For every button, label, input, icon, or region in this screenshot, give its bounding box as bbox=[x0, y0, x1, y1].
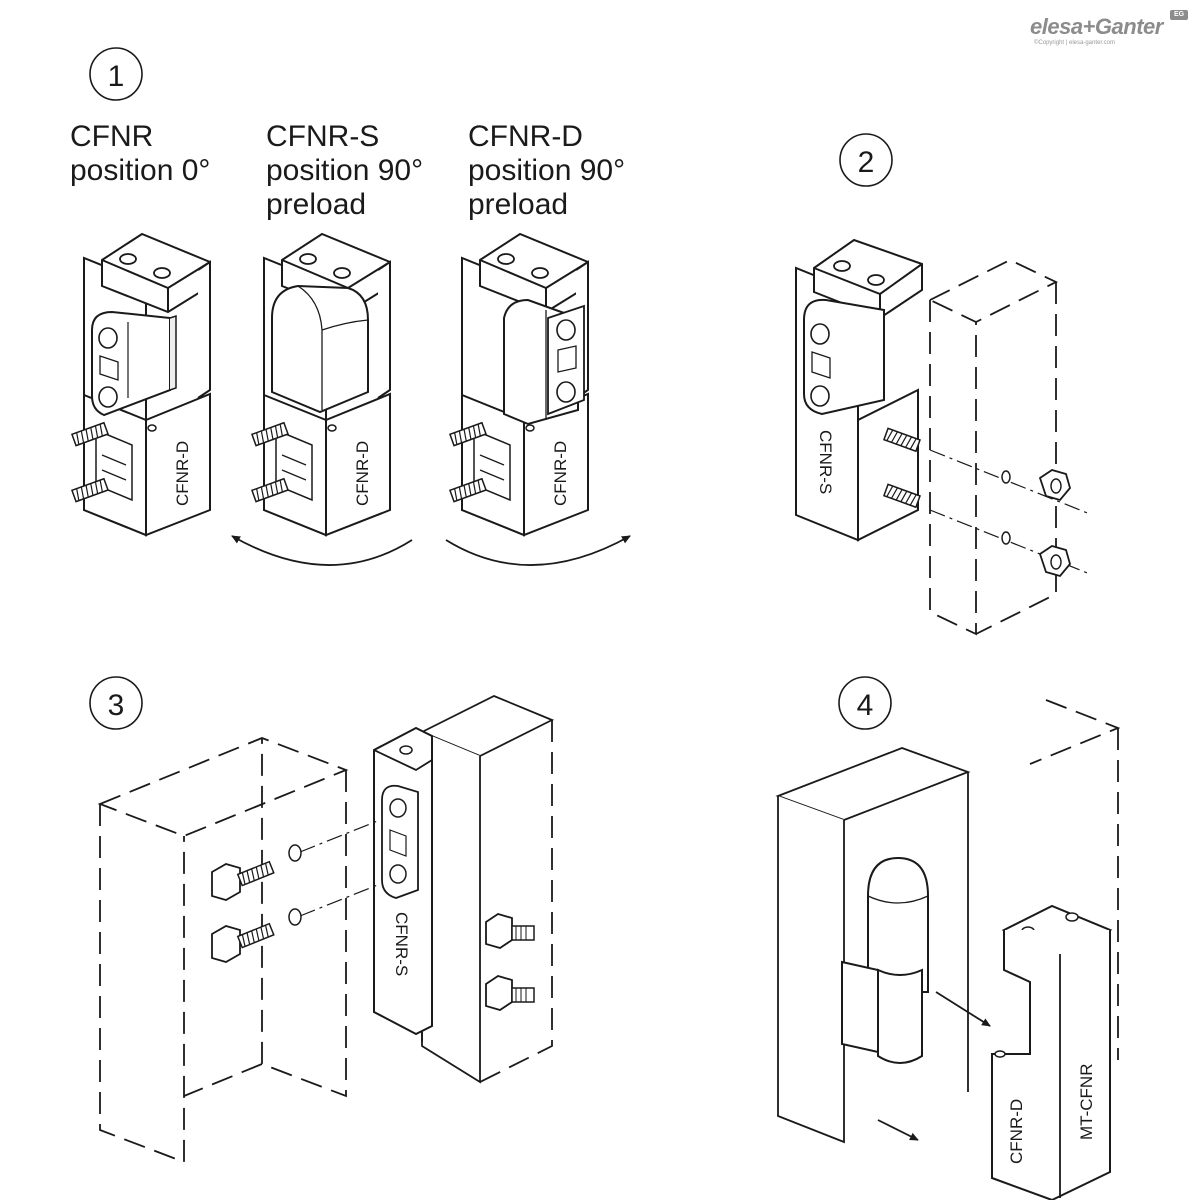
step-number: 3 bbox=[108, 689, 125, 722]
variant-position: position 90° bbox=[266, 154, 424, 187]
hinge-engraving: CFNR-S bbox=[392, 912, 411, 976]
hex-bolt bbox=[211, 860, 275, 901]
rotate-left-arrow bbox=[231, 535, 413, 566]
variant-preload: preload bbox=[266, 188, 367, 221]
variant-code: CFNR-S bbox=[266, 120, 380, 153]
step-marker-4: 4 bbox=[838, 676, 892, 730]
hinge-cfnr-d: CFNR-D bbox=[449, 233, 589, 536]
frame bbox=[775, 747, 971, 1144]
variant-position: position 90° bbox=[468, 154, 626, 187]
brand-copyright: ©Copyright | elesa-ganter.com bbox=[1034, 40, 1116, 46]
step3-assembly: CFNR-S bbox=[97, 695, 555, 1164]
step-marker-1: 1 bbox=[89, 47, 143, 101]
brand-name: elesa+Ganter bbox=[1030, 14, 1163, 39]
step-number: 1 bbox=[108, 60, 125, 93]
hinge-engraving: CFNR-D bbox=[551, 441, 570, 506]
hex-bolt bbox=[211, 922, 275, 963]
hex-bolt bbox=[485, 975, 535, 1011]
hex-bolt bbox=[485, 913, 535, 949]
removal-arrow bbox=[935, 991, 991, 1027]
variant-code: CFNR-D bbox=[468, 120, 583, 153]
brand-logo: elesa+Ganter EG ©Copyright | elesa-gante… bbox=[1030, 8, 1190, 48]
variant-label-cfnr: CFNR position 0° bbox=[70, 120, 210, 188]
door-panel-outline bbox=[1029, 699, 1121, 1060]
variant-label-cfnr-d: CFNR-D position 90° preload bbox=[468, 120, 625, 222]
step-marker-3: 3 bbox=[89, 676, 143, 730]
hinge-engraving: CFNR-D bbox=[1007, 1099, 1026, 1164]
step-number: 2 bbox=[858, 146, 875, 179]
rotate-right-arrow bbox=[445, 535, 631, 566]
hinge-cfnr: CFNR-D bbox=[71, 233, 211, 536]
step2-assembly: CFNR-S bbox=[795, 238, 1091, 636]
hinge-engraving: CFNR-D bbox=[353, 441, 372, 506]
hinge-engraving: CFNR-D bbox=[173, 441, 192, 506]
variant-position: position 0° bbox=[70, 154, 211, 187]
door-panel bbox=[419, 695, 555, 1084]
variant-preload: preload bbox=[468, 188, 569, 221]
removal-arrow bbox=[877, 1119, 919, 1141]
step4-assembly: MT-CFNR CFNR-D bbox=[775, 699, 1121, 1200]
tool-engraving: MT-CFNR bbox=[1077, 1064, 1096, 1140]
variant-label-cfnr-s: CFNR-S position 90° preload bbox=[266, 120, 423, 222]
hinge-engraving: CFNR-S bbox=[816, 430, 835, 494]
frame-outline bbox=[97, 737, 349, 1164]
tool-mt-cfnr: MT-CFNR CFNR-D bbox=[991, 904, 1113, 1200]
step-number: 4 bbox=[857, 689, 874, 722]
variant-code: CFNR bbox=[70, 120, 154, 153]
hex-nut bbox=[1038, 545, 1071, 578]
hex-nut bbox=[1038, 469, 1071, 502]
hinge-cfnr-s: CFNR-D bbox=[251, 233, 391, 536]
step-marker-2: 2 bbox=[839, 133, 893, 187]
door-panel-outline bbox=[927, 258, 1059, 636]
brand-badge: EG bbox=[1170, 10, 1188, 20]
